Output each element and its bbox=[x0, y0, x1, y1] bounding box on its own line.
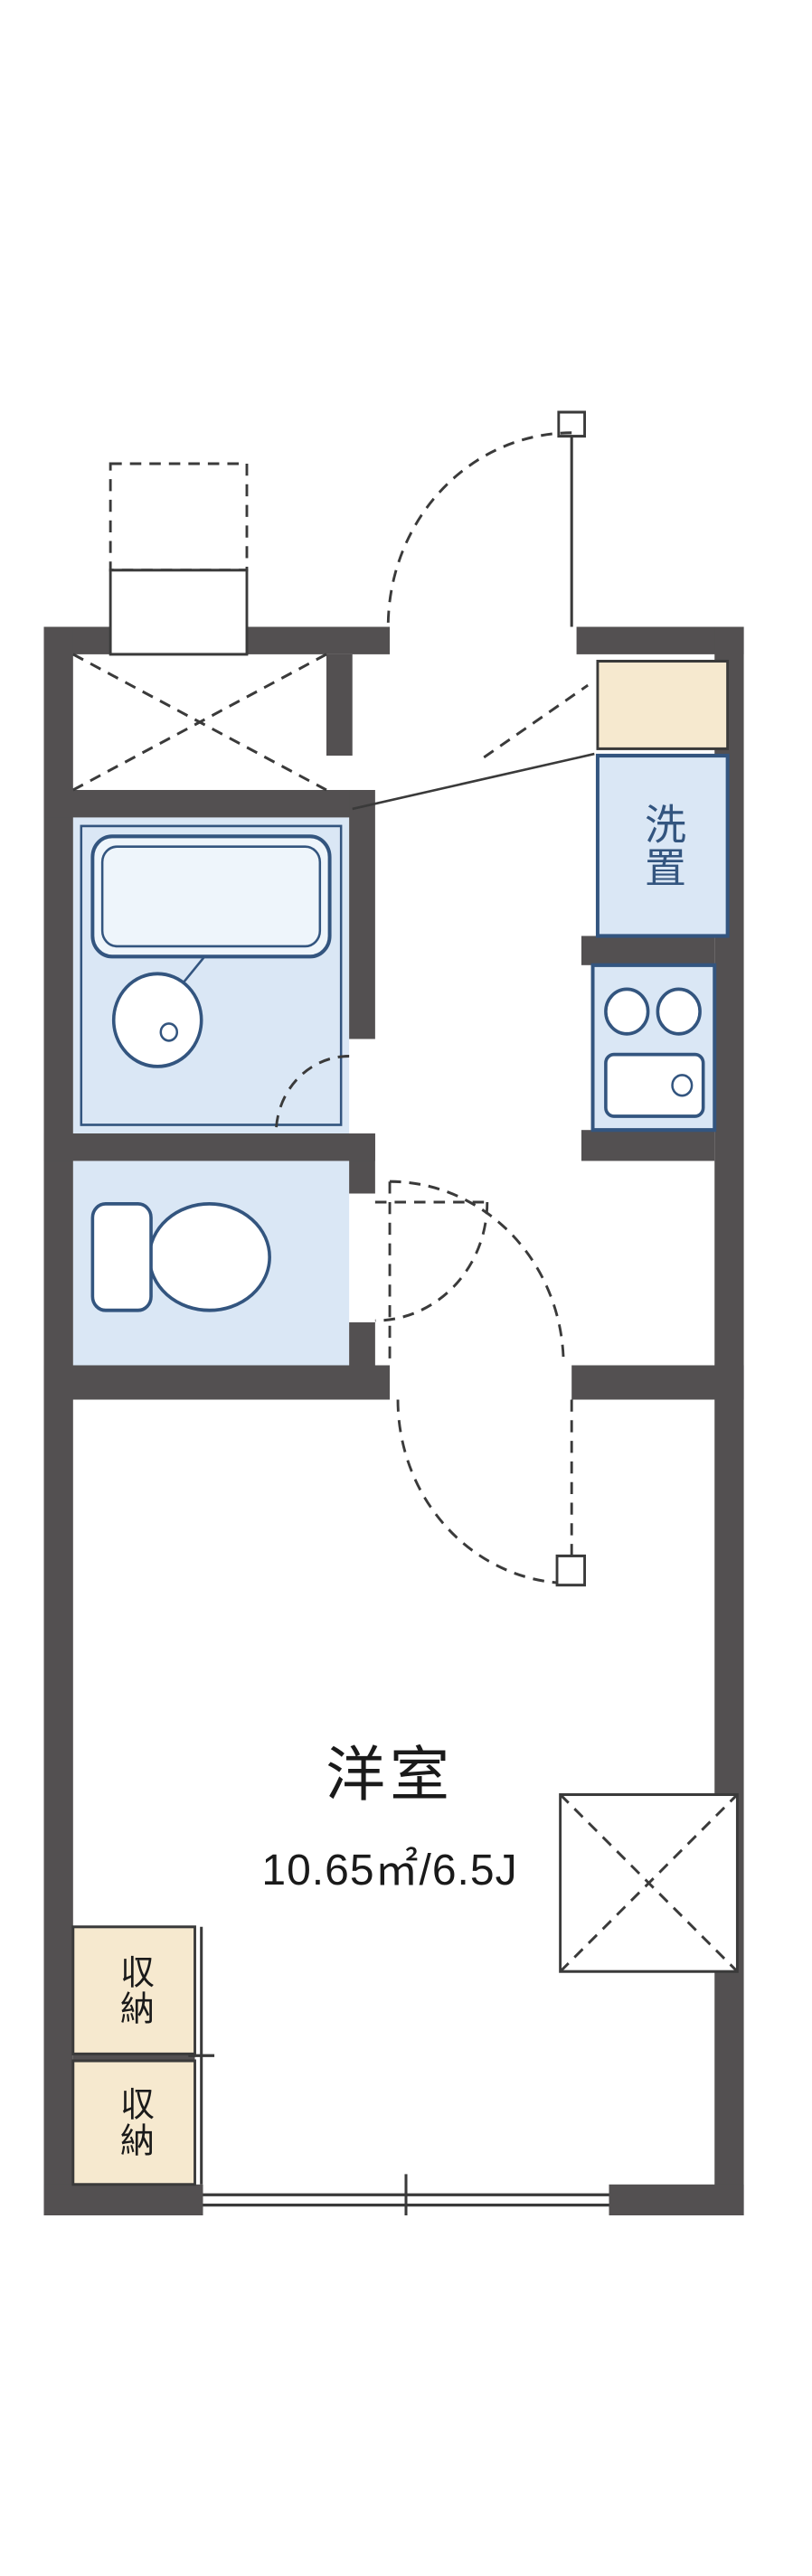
grill bbox=[604, 1052, 705, 1118]
room-size-label: 10.65㎡/6.5J bbox=[261, 1847, 518, 1894]
entrance-porch bbox=[72, 462, 327, 792]
entrance-step bbox=[352, 683, 595, 811]
washing-machine-space bbox=[595, 753, 730, 938]
room-door-swing-hall bbox=[390, 1180, 565, 1366]
storage-lower-label: 収納 bbox=[114, 2086, 153, 2158]
entrance-door bbox=[386, 410, 586, 627]
door-panel-end bbox=[555, 1554, 586, 1587]
storage-closet-lower bbox=[71, 2059, 196, 2186]
burner-right bbox=[656, 987, 702, 1036]
stove-unit bbox=[590, 963, 717, 1133]
bathroom bbox=[80, 824, 350, 1134]
washbasin bbox=[111, 972, 203, 1068]
toilet-tank bbox=[90, 1202, 153, 1312]
storage-upper-label: 収納 bbox=[114, 1954, 153, 2026]
knob bbox=[671, 1074, 694, 1097]
storage-closets bbox=[71, 1925, 215, 2186]
bathtub bbox=[90, 834, 332, 959]
room-door-swing-room bbox=[396, 1399, 572, 1585]
bath-door-swing bbox=[274, 1054, 350, 1134]
room-name-label: 洋室 bbox=[326, 1741, 454, 1808]
toilet bbox=[90, 1200, 489, 1322]
drain bbox=[159, 1022, 179, 1042]
washing-machine-label: 洗置 bbox=[639, 803, 686, 889]
room-door bbox=[388, 1180, 586, 1587]
toilet-door-swing bbox=[374, 1201, 489, 1322]
bottom-window bbox=[203, 2174, 609, 2215]
storage-closet-upper bbox=[71, 1925, 196, 2055]
bay-window bbox=[559, 1792, 739, 1973]
toilet-bowl bbox=[147, 1202, 271, 1312]
burner-left bbox=[604, 987, 650, 1036]
overhead-cabinet bbox=[596, 659, 730, 750]
